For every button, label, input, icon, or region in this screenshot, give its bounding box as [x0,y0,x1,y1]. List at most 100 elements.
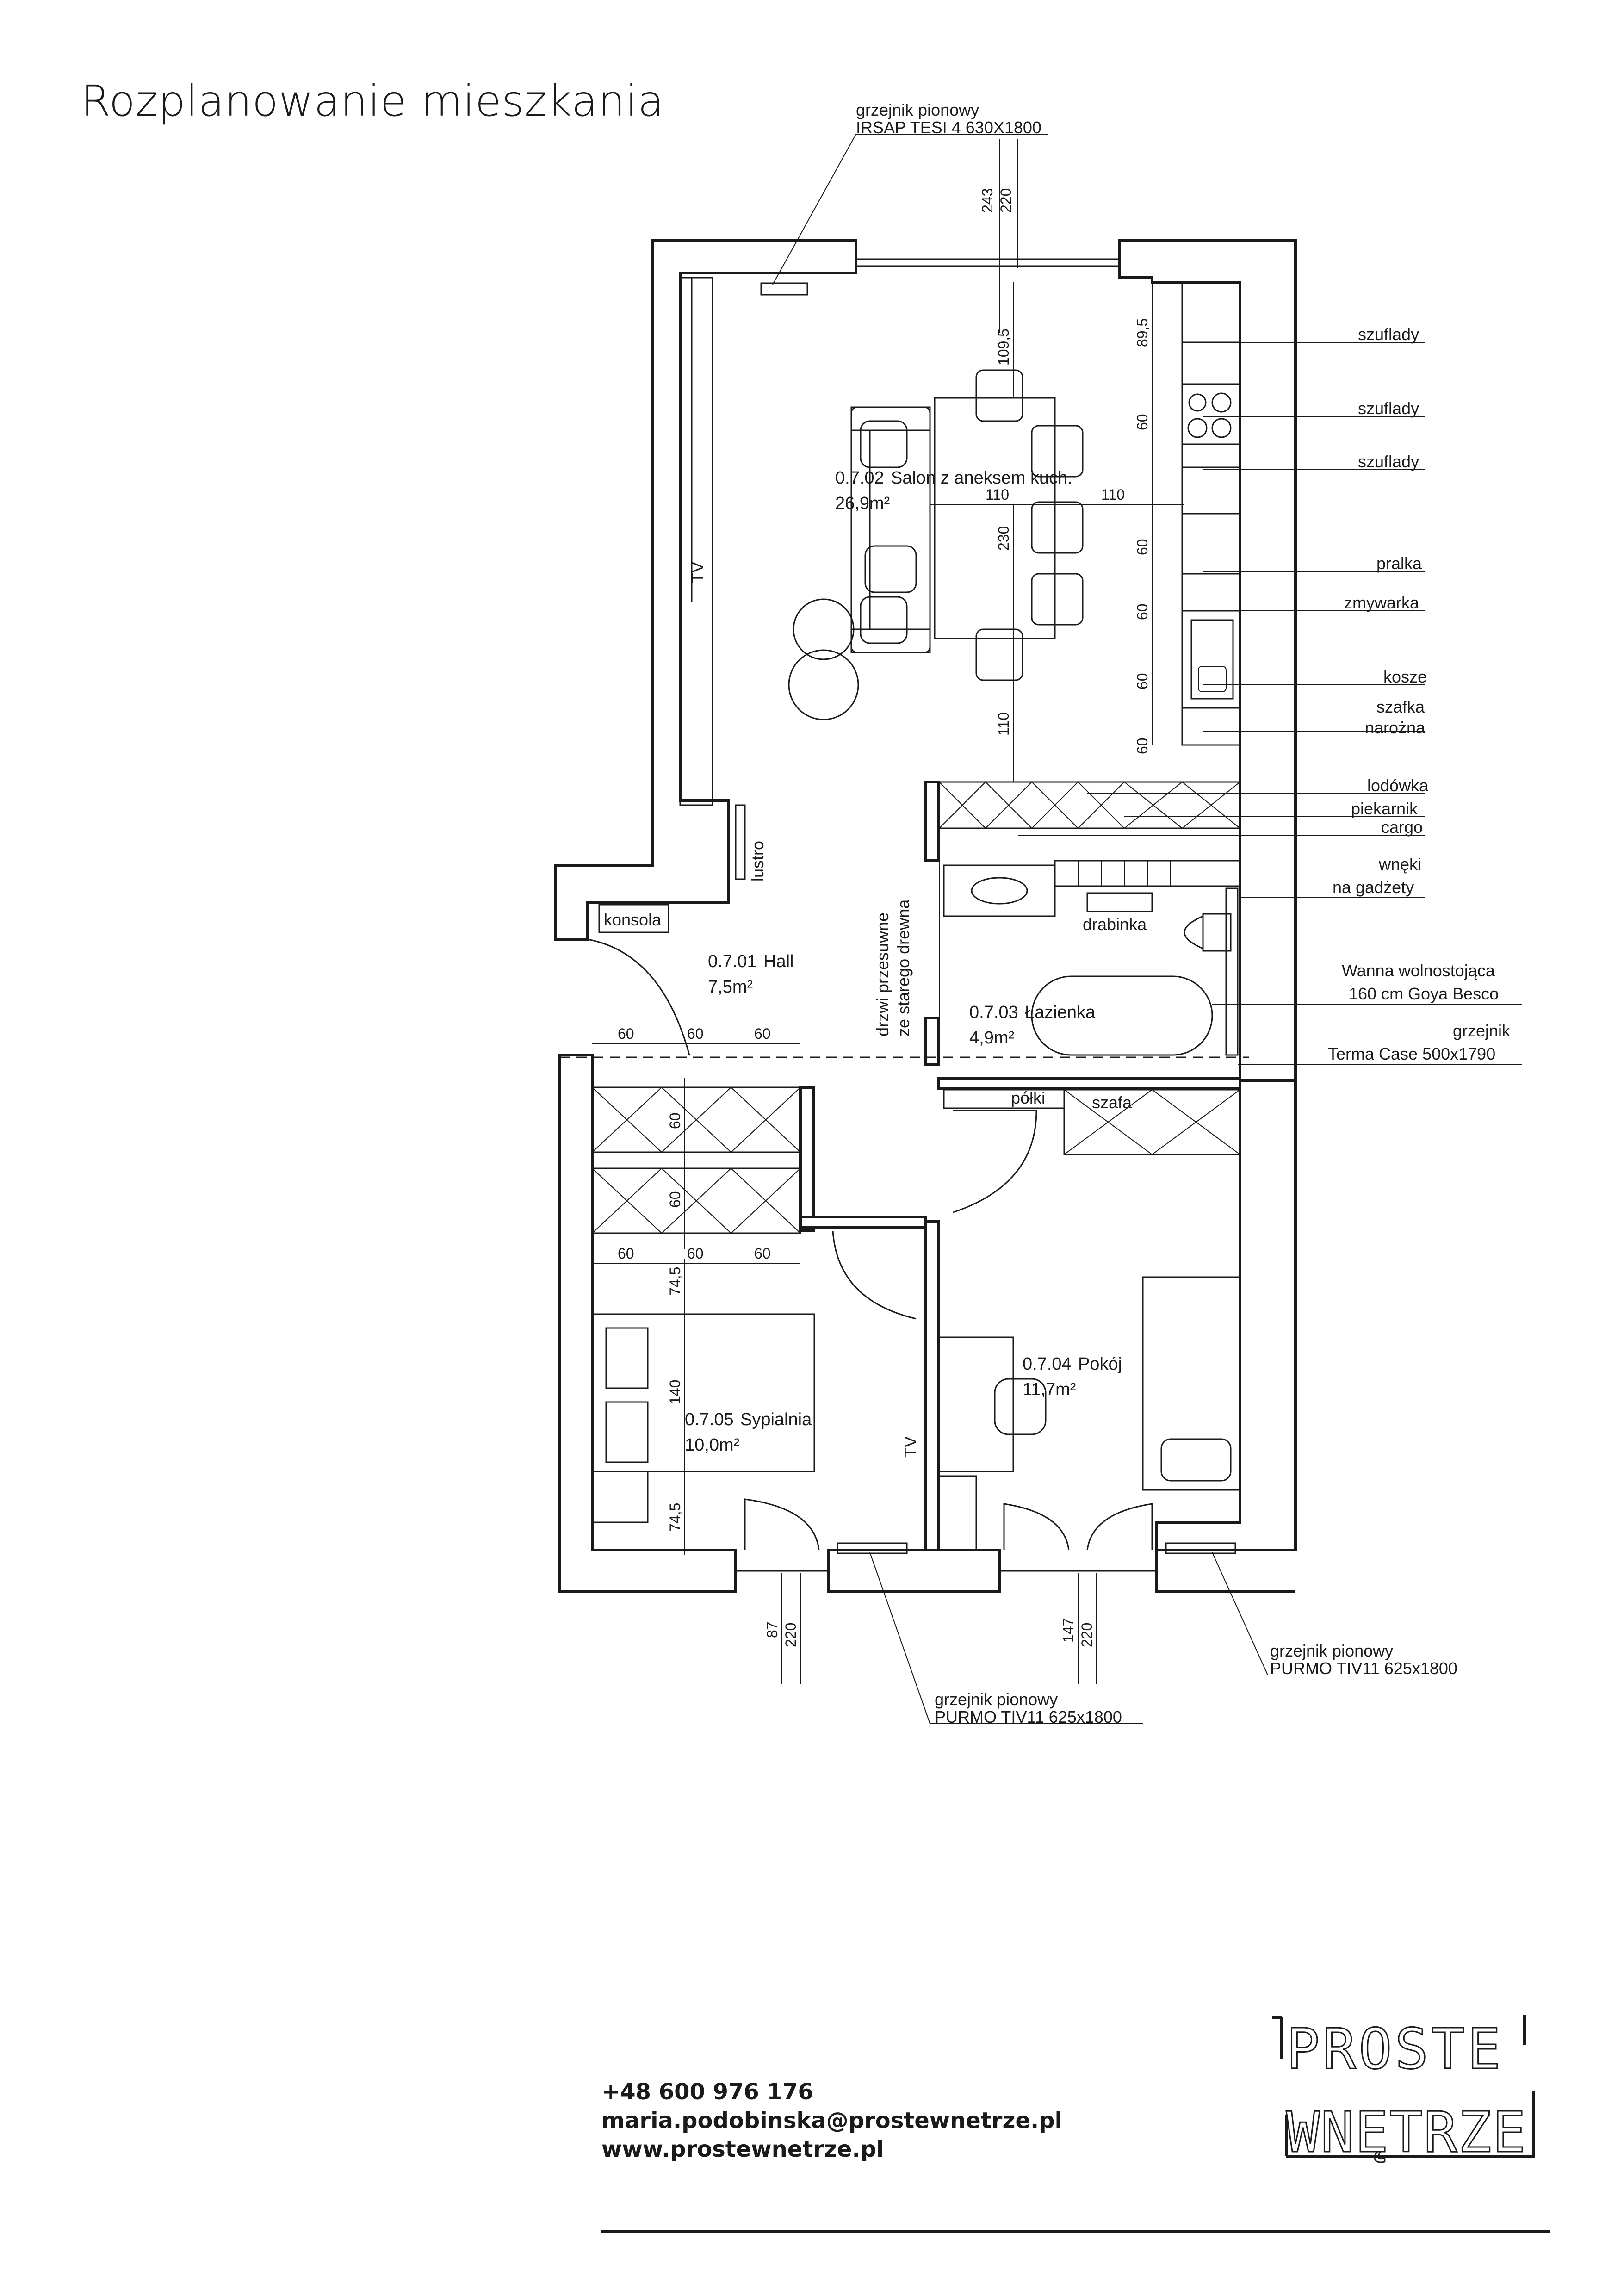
shelves-label: półki [1011,1088,1045,1107]
room-name: Sypialnia [740,1410,812,1429]
shelves [943,1089,1065,1109]
radiator-right [1165,1542,1236,1554]
callout-text: na gadżety [1333,878,1414,897]
svg-text:243: 243 [979,188,996,213]
svg-text:220: 220 [1079,1623,1095,1647]
bathtub [1031,975,1213,1056]
mirror [735,804,746,880]
svg-text:60: 60 [618,1245,634,1262]
callout-text: grzejnik pionowy [1270,1641,1393,1660]
logo-line1: PROSTE [1286,2017,1503,2082]
single-bed [1142,1276,1241,1491]
walls [554,239,1297,1593]
callout-text: pralka [1376,554,1422,573]
mirror-label: lustro [748,841,767,881]
svg-text:89,5: 89,5 [1134,318,1151,347]
contact-phone: +48 600 976 176 [601,2079,813,2105]
svg-text:140: 140 [667,1380,683,1404]
bath-door-swing [953,1110,1037,1213]
svg-text:60: 60 [1134,414,1151,430]
room-code: 0.7.05 [685,1410,734,1429]
svg-text:60: 60 [754,1245,771,1262]
wall-unit [679,277,713,806]
kitchen-counter [1181,281,1241,746]
console-label: konsola [604,910,662,929]
bed [591,1313,815,1472]
cooktop [1181,383,1241,445]
callout-text: cargo [1381,818,1423,837]
console [598,904,669,933]
svg-text:60: 60 [618,1025,634,1042]
nightstand [591,1471,649,1523]
room-code: 0.7.04 [1023,1354,1072,1374]
room-door-right [1086,1503,1153,1551]
room-door-left [1003,1503,1070,1551]
callout-text: 160 cm Goya Besco [1349,984,1499,1003]
callout-text: grzejnik pionowy [856,100,979,119]
callout-text: PURMO TIV11 625x1800 [935,1707,1122,1726]
callout-text: IRSAP TESI 4 630X1800 [856,118,1041,137]
callouts: grzejnik pionowy IRSAP TESI 4 630X1800 s… [772,100,1522,1726]
contact-block: +48 600 976 176 maria.podobinska@prostew… [601,2078,1062,2164]
svg-text:220: 220 [782,1623,799,1647]
balcony-door-swing [744,1498,820,1551]
dimensions: 243 220 109,5 89,5 60 60 60 60 60 110 11… [592,139,1184,1684]
door-label-2: ze starego drewna [894,899,913,1036]
ladder-label: drabinka [1083,915,1147,934]
svg-text:60: 60 [667,1191,683,1208]
sink [1190,619,1234,700]
svg-text:230: 230 [995,526,1012,551]
svg-text:109,5: 109,5 [995,329,1012,366]
room-area: 11,7m² [1023,1380,1076,1399]
room-name: Hall [763,952,793,971]
svg-text:74,5: 74,5 [667,1503,683,1532]
toilet-tank [1202,913,1232,952]
logo-line2: WNĘTRZE [1286,2101,1527,2165]
desk [938,1336,1014,1472]
callout-text: szafka [1376,697,1425,716]
svg-text:60: 60 [667,1112,683,1129]
callout-text: lodówka [1367,776,1429,795]
callout-text: grzejnik pionowy [935,1690,1058,1709]
room-code: 0.7.03 [969,1003,1018,1022]
svg-text:60: 60 [1134,738,1151,754]
svg-text:60: 60 [687,1025,704,1042]
room-code: 0.7.01 [708,952,757,971]
logo: PROSTE WNĘTRZE [1272,2015,1535,2166]
radiator-top [760,282,808,296]
wardrobe-label: szafa [1092,1093,1132,1112]
svg-text:60: 60 [687,1245,704,1262]
contact-web: www.prostewnetrze.pl [601,2136,884,2162]
callout-text: narożna [1365,718,1426,737]
svg-text:60: 60 [1134,673,1151,689]
entry-door-swing [587,938,690,1055]
tv-label-room: TV [901,1436,920,1458]
heated-ladder [1086,892,1153,912]
svg-text:110: 110 [1101,486,1125,503]
callout-text: wnęki [1378,855,1421,874]
svg-text:110: 110 [995,712,1012,736]
callout-text: kosze [1383,667,1427,686]
radiator-bottom [837,1542,908,1554]
svg-text:110: 110 [986,486,1009,503]
bath-radiator [1225,887,1239,1056]
room-name: Salon z aneksem kuch. [891,468,1072,488]
callout-text: szuflady [1358,452,1419,471]
chairs [975,369,1084,681]
wardrobe [1063,1089,1241,1155]
footer-rule [601,2230,1550,2233]
coffee-table-large [788,649,859,720]
bedroom-door-swing [832,1230,917,1320]
dining-table [934,397,1056,639]
contact-email: maria.podobinska@prostewnetrze.pl [601,2108,1062,2134]
room-labels: 0.7.02 Salon z aneksem kuch. 26,9m² 0.7.… [685,468,1122,1455]
svg-text:74,5: 74,5 [667,1267,683,1296]
washbasin [943,864,1056,917]
svg-text:87: 87 [764,1621,781,1638]
room-area: 10,0m² [685,1435,739,1455]
callout-text: grzejnik [1453,1021,1511,1040]
callout-text: szuflady [1358,399,1419,418]
callout-text: szuflady [1358,325,1419,344]
callout-text: Terma Case 500x1790 [1328,1044,1495,1063]
